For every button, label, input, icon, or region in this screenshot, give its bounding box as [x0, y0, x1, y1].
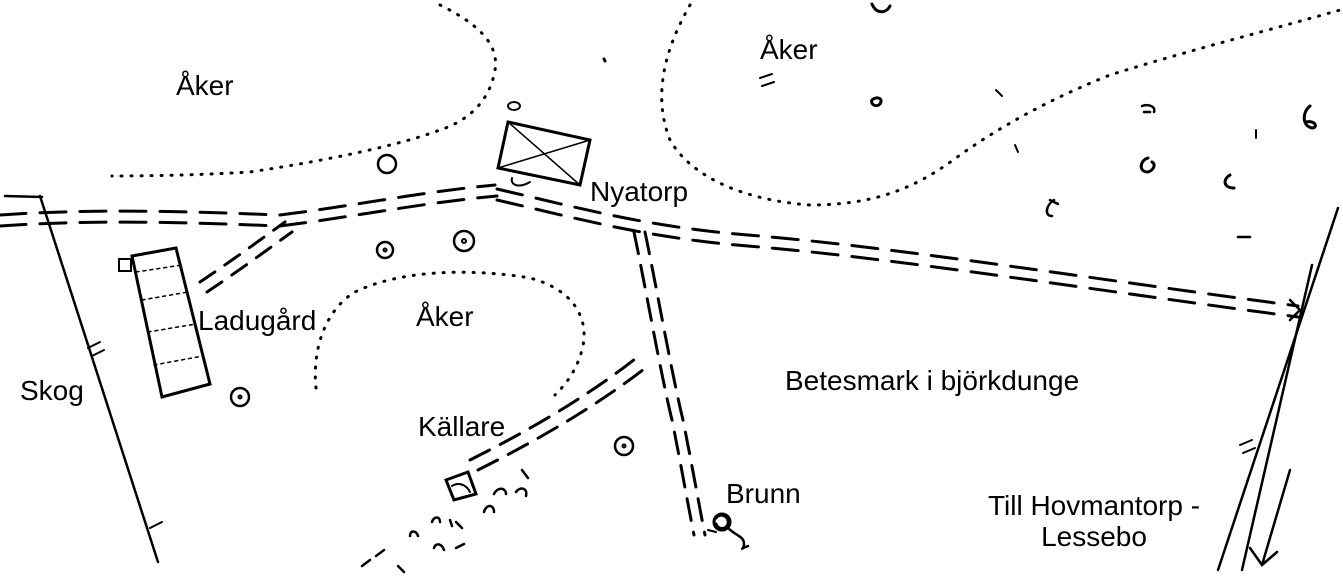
field-boundary-central — [313, 270, 586, 397]
well-brunn — [707, 512, 750, 550]
east-road-line-2 — [1240, 263, 1314, 572]
forest-edge-top — [3, 194, 44, 199]
road-main-east — [495, 187, 1300, 319]
label-kallare: Källare — [418, 411, 506, 442]
tree-marker — [376, 153, 398, 175]
house-nyatorp — [496, 101, 592, 187]
road-junction-mark — [1288, 298, 1302, 322]
east-road-line-1 — [1216, 206, 1340, 572]
road-to-ladugard — [198, 220, 294, 294]
birch-grove-marks — [602, 2, 1317, 239]
label-betesmark: Betesmark i björkdunge — [785, 365, 1080, 396]
forest-edge-line — [38, 194, 160, 564]
road-main-west — [0, 183, 499, 228]
road-to-kallare — [468, 353, 650, 472]
label-till-line-1: Till Hovmantorp - — [987, 490, 1201, 521]
road-to-brunn — [632, 230, 707, 537]
label-aker-north-east: Åker — [760, 34, 818, 65]
label-skog: Skog — [20, 375, 84, 406]
forest-tick — [149, 521, 163, 529]
field-boundary-north-west — [110, 3, 498, 178]
direction-arrow-icon — [1248, 468, 1292, 567]
east-road-tick — [1239, 439, 1256, 454]
label-aker-north-west: Åker — [176, 70, 234, 101]
label-till-line-2: Lessebo — [1041, 521, 1147, 553]
tree-marker — [613, 435, 635, 457]
footpath-marks — [360, 468, 530, 574]
label-till-hovmantorp: Till Hovmantorp - Lessebo — [966, 490, 1222, 553]
label-brunn: Brunn — [726, 478, 801, 509]
tree-marker — [452, 229, 476, 253]
label-nyatorp: Nyatorp — [590, 176, 689, 207]
label-aker-central: Åker — [416, 301, 474, 332]
forest-tick — [87, 341, 105, 357]
label-ladugard: Ladugård — [198, 305, 317, 336]
cellar-kallare — [444, 470, 478, 502]
tree-markers — [229, 153, 635, 457]
tree-marker — [229, 386, 251, 408]
barn-ladugard — [118, 246, 212, 399]
field-boundary-north-east — [660, 3, 1342, 207]
tree-marker — [375, 240, 395, 260]
